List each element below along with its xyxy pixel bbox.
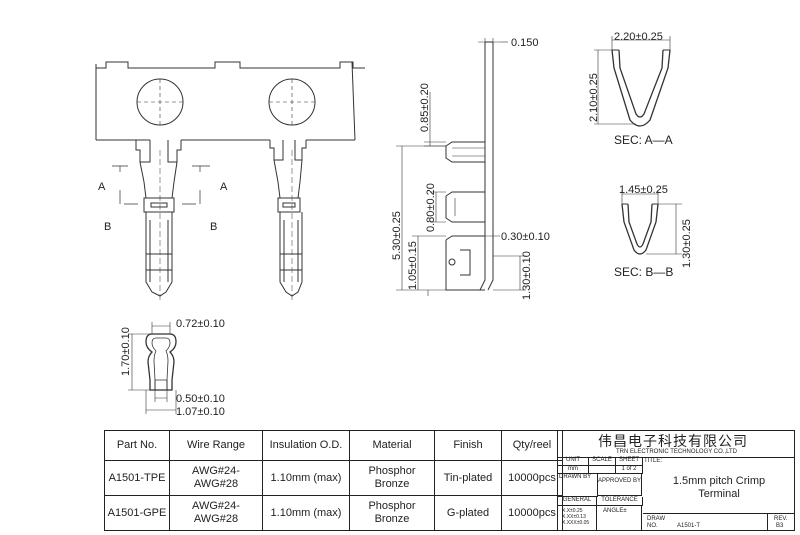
carrier-strip — [95, 61, 365, 141]
cell-insulation: 1.10mm (max) — [262, 460, 350, 496]
general-label: GENERAL — [558, 497, 597, 506]
company-name-en: TRN ELECTRONIC TECHNOLOGY CO.,LTD — [616, 449, 738, 455]
dim-end-072: 0.72±0.10 — [176, 318, 225, 330]
drawing-title: 1.5mm pitch Crimp Terminal — [644, 475, 794, 501]
dim-sec-a-height: 2.10±0.25 — [588, 73, 600, 122]
cell-wire-range: AWG#24-AWG#28 — [169, 495, 263, 531]
scale-label: SCALE — [589, 457, 616, 466]
cell-finish: G-plated — [434, 495, 502, 531]
header-insulation: Insulation O.D. — [262, 430, 350, 461]
header-material: Material — [349, 430, 435, 461]
spec-table: Part No. Wire Range Insulation O.D. Mate… — [104, 430, 563, 531]
drawing-title-line1: 1.5mm pitch Crimp — [672, 475, 766, 487]
section-marker-b-left: B — [104, 221, 111, 233]
section-cut-lines — [112, 165, 210, 205]
sheet-label: SHEET — [616, 457, 643, 466]
tolerance-values: X.X±0.25 X.XX±0.13 X.XXX±0.05 — [558, 506, 597, 530]
cell-finish: Tin-plated — [434, 460, 502, 496]
dim-end-050: 0.50±0.10 — [176, 393, 225, 405]
dim-side-530: 5.30±0.25 — [391, 211, 403, 260]
rev-box: REV. B3 — [768, 513, 794, 531]
sec-b-label: SEC: B—B — [614, 265, 673, 279]
cell-insulation: 1.10mm (max) — [262, 495, 350, 531]
header-wire-range: Wire Range — [169, 430, 263, 461]
dim-side-030: 0.30±0.10 — [501, 231, 550, 243]
sheet-value: 1 of 2 — [616, 466, 643, 474]
dim-sec-b-width: 1.45±0.25 — [619, 184, 668, 196]
dim-sec-b-height: 1.30±0.25 — [681, 219, 693, 268]
tolerance-3: X.XXX±0.05 — [562, 520, 590, 526]
cell-part-no: A1501-TPE — [104, 460, 170, 496]
tolerance-label: TOLERANCE — [597, 497, 643, 506]
cell-part-no: A1501-GPE — [104, 495, 170, 531]
dim-end-170: 1.70±0.10 — [120, 327, 132, 376]
draw-no-box: DRAW NO. A1501-T — [643, 513, 768, 531]
section-marker-a-left: A — [98, 181, 106, 193]
section-a-a — [594, 36, 671, 127]
cell-qty: 10000pcs — [501, 460, 563, 496]
drawing-title-line2: Terminal — [698, 488, 740, 500]
table-row: A1501-GPE AWG#24-AWG#28 1.10mm (max) Pho… — [104, 495, 563, 531]
approved-by: APPROVED BY — [597, 474, 642, 496]
scale-value — [589, 466, 616, 474]
dim-side-085: 0.85±0.20 — [419, 83, 431, 132]
title-block: 伟昌电子科技有限公司 TRN ELECTRONIC TECHNOLOGY CO.… — [557, 430, 795, 531]
terminal-top-view-right — [269, 140, 307, 300]
dim-end-107: 1.07±0.10 — [176, 406, 225, 418]
dim-sec-a-width: 2.20±0.25 — [614, 31, 663, 43]
dim-thickness: 0.150 — [511, 37, 539, 49]
terminal-side-view — [445, 41, 494, 291]
dim-side-105: 1.05±0.15 — [407, 241, 419, 290]
table-header-row: Part No. Wire Range Insulation O.D. Mate… — [104, 430, 563, 461]
terminal-end-view — [128, 322, 177, 414]
tolerance-2: X.XX±0.13 — [562, 514, 586, 520]
company-name-cn: 伟昌电子科技有限公司 — [598, 433, 748, 449]
company-header: 伟昌电子科技有限公司 TRN ELECTRONIC TECHNOLOGY CO.… — [558, 431, 794, 458]
sec-a-label: SEC: A—A — [614, 133, 673, 147]
dim-side-130: 1.30±0.10 — [521, 251, 533, 300]
header-part-no: Part No. — [104, 430, 170, 461]
cell-material: Phosphor Bronze — [349, 495, 435, 531]
dim-side-080: 0.80±0.20 — [425, 183, 437, 232]
cell-material: Phosphor Bronze — [349, 460, 435, 496]
unit-label: UNIT — [558, 457, 589, 466]
section-marker-b-right: B — [210, 221, 217, 233]
section-b-b — [621, 190, 682, 255]
header-finish: Finish — [434, 430, 502, 461]
rev-label: REV. — [774, 516, 788, 522]
side-view-dimensions — [396, 38, 526, 296]
title-label: TITLE: — [644, 458, 663, 464]
section-marker-a-right: A — [220, 181, 228, 193]
draw-no-value: A1501-T — [677, 523, 701, 529]
unit-value: mm — [558, 466, 589, 474]
draw-no-label: DRAW NO. — [647, 516, 666, 529]
table-row: A1501-TPE AWG#24-AWG#28 1.10mm (max) Pho… — [104, 460, 563, 496]
drawn-by: DRAWN BY — [558, 474, 598, 497]
angle-label: ANGLE± — [597, 506, 642, 530]
tolerance-1: X.X±0.25 — [562, 508, 583, 514]
cell-wire-range: AWG#24-AWG#28 — [169, 460, 263, 496]
terminal-top-view-left — [135, 140, 182, 300]
rev-value: B3 — [776, 523, 784, 529]
cell-qty: 10000pcs — [501, 495, 563, 531]
header-qty: Qty/reel — [501, 430, 563, 461]
